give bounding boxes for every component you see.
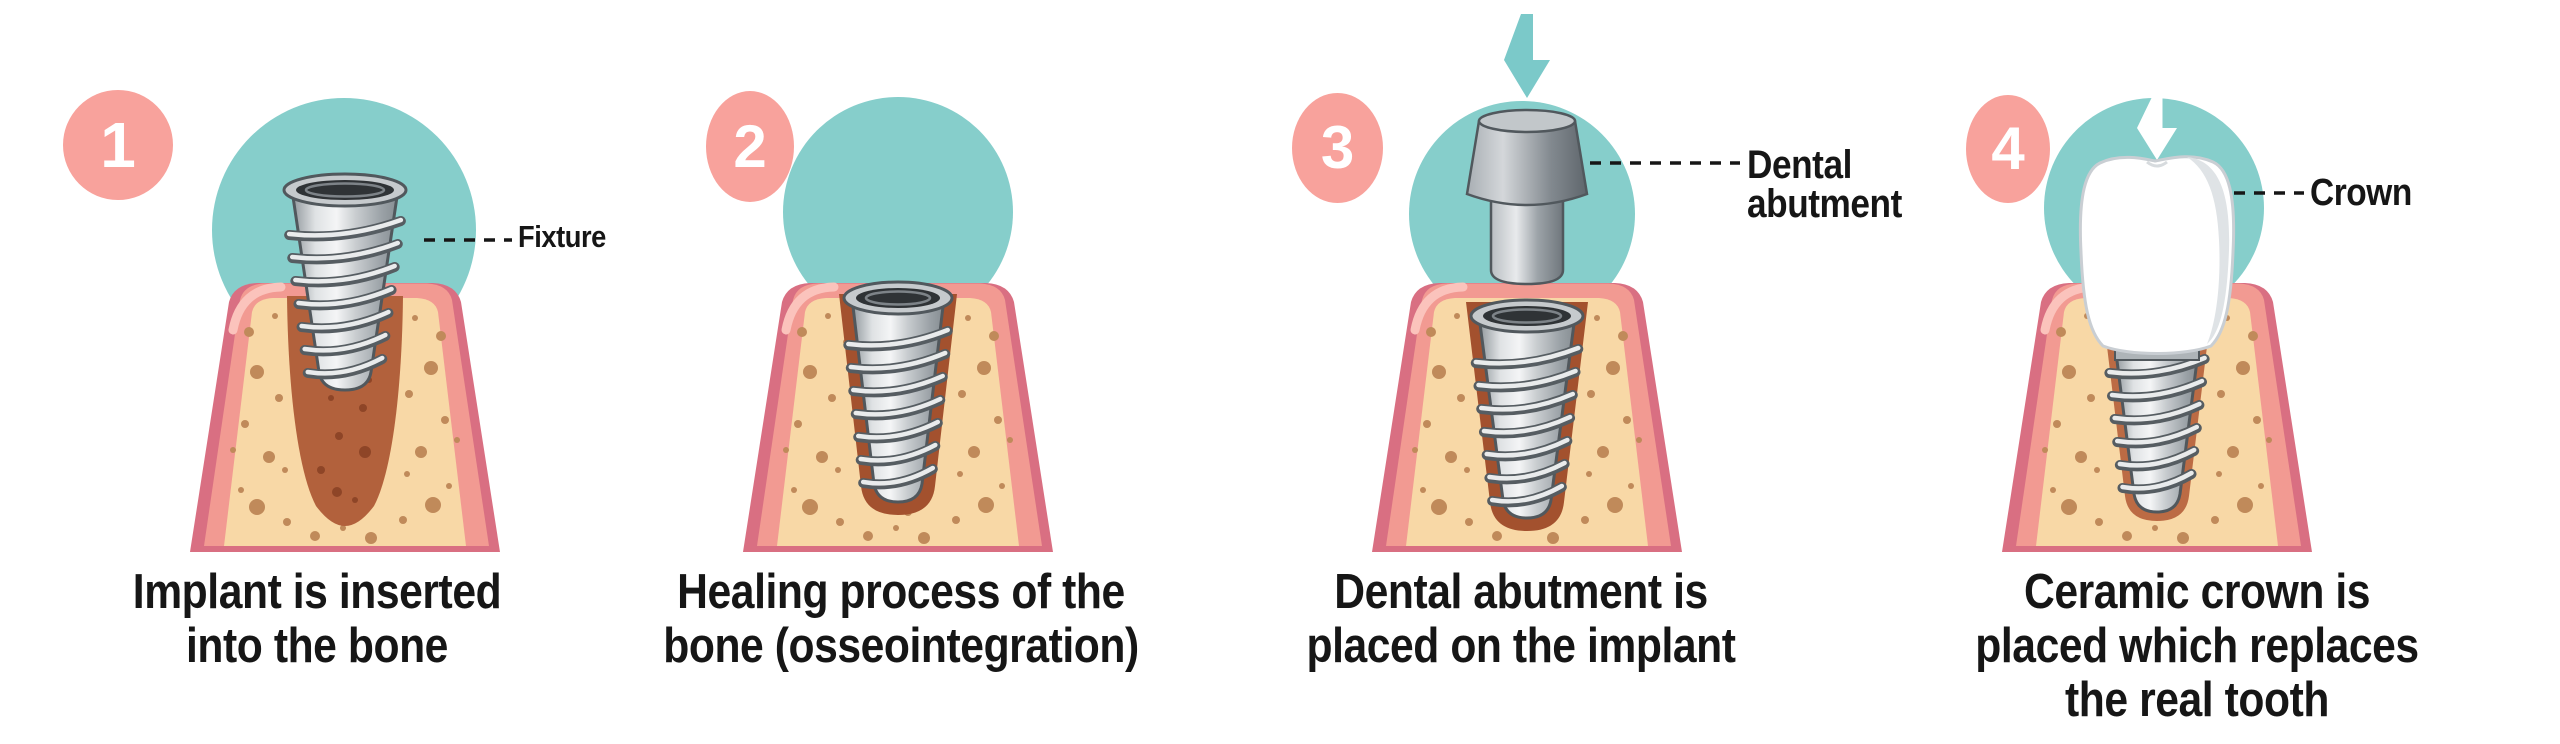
step-3-number-badge: 3 [1292,93,1383,203]
step-2-number-badge: 2 [706,91,794,202]
step-3-caption: Dental abutment is placed on the implant [1306,565,1736,673]
step-3-illustration [1372,14,1740,552]
implant-screw [842,280,954,504]
step-2-illustration [743,97,1053,552]
step-1-caption: Implant is inserted into the bone [132,565,502,673]
implant-screw [2104,343,2210,514]
teal-backdrop-circle [783,97,1013,327]
step-4-caption: Ceramic crown is placed which replaces t… [1975,565,2419,727]
implant-screw [282,172,408,392]
step-4-number-badge: 4 [1966,95,2050,203]
dental-abutment [1465,108,1589,286]
step-1-number-badge: 1 [63,90,173,200]
crown-label: Crown [2310,172,2412,214]
fixture-label: Fixture [518,219,606,254]
step-1-illustration [190,98,512,552]
implant-screw [1469,298,1585,520]
dental-abutment-label: Dental abutment [1747,143,1902,227]
step-2-caption: Healing process of the bone (osseointegr… [663,565,1139,673]
down-arrow-icon [2137,98,2177,160]
down-arrow-icon [1504,14,1550,98]
ceramic-crown [2078,155,2236,361]
step-4-illustration [2002,98,2312,552]
